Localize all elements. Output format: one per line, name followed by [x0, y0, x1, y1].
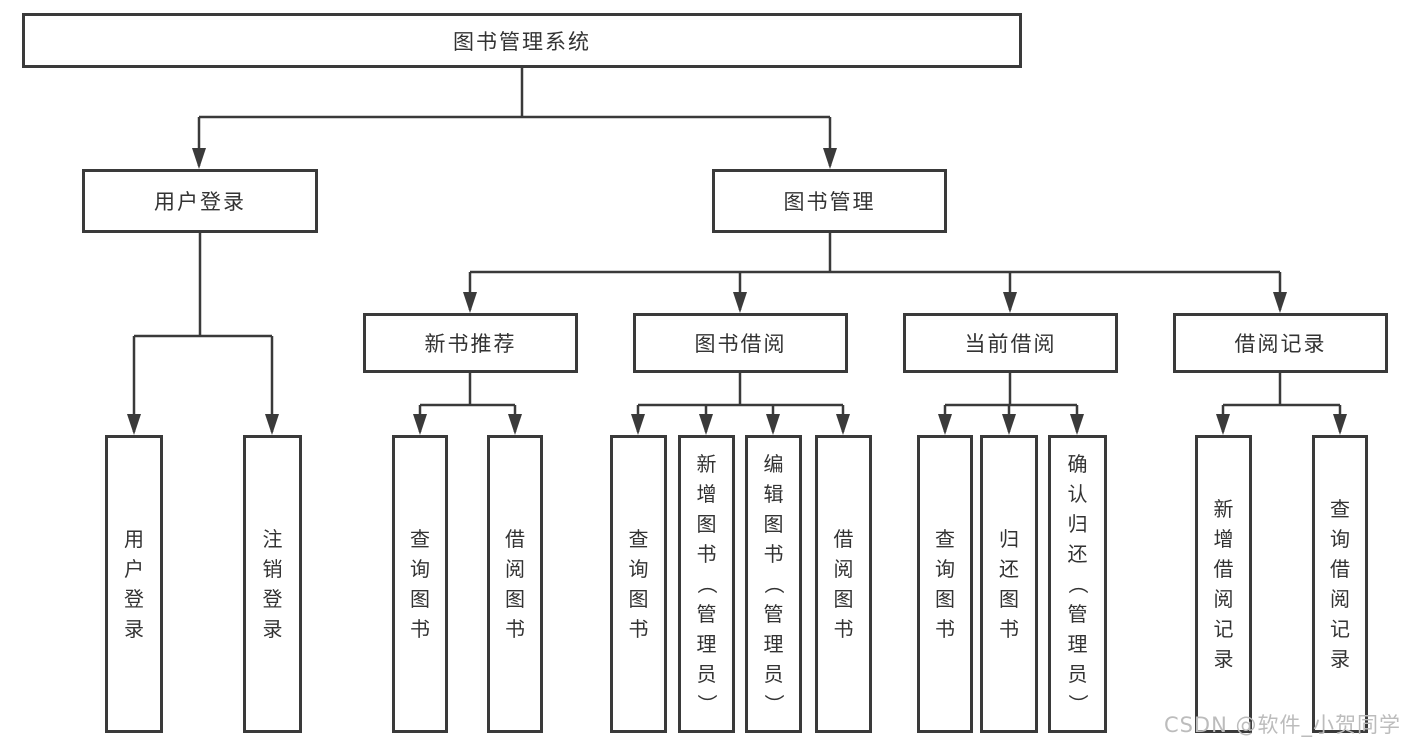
node-new-book-recommend: 新书推荐: [363, 313, 578, 373]
node-library-management-system: 图书管理系统: [22, 13, 1022, 68]
watermark: CSDN @软件_小贺同学: [1163, 713, 1401, 737]
leaf-borrow-books-recommend: 借阅图书: [487, 435, 543, 733]
leaf-query-books-current: 查询图书: [917, 435, 973, 733]
node-book-borrow: 图书借阅: [633, 313, 848, 373]
leaf-borrow-books: 借阅图书: [815, 435, 872, 733]
leaf-add-borrow-record: 新增借阅记录: [1195, 435, 1252, 733]
leaf-query-borrow-record: 查询借阅记录: [1312, 435, 1368, 733]
leaf-add-books-admin: 新增图书（管理员）: [678, 435, 735, 733]
leaf-logout: 注销登录: [243, 435, 302, 733]
node-current-borrow: 当前借阅: [903, 313, 1118, 373]
node-book-management: 图书管理: [712, 169, 947, 233]
node-user-login: 用户登录: [82, 169, 318, 233]
leaf-query-books-recommend: 查询图书: [392, 435, 448, 733]
leaf-edit-books-admin: 编辑图书（管理员）: [745, 435, 802, 733]
leaf-confirm-return-admin: 确认归还（管理员）: [1048, 435, 1107, 733]
leaf-return-books: 归还图书: [980, 435, 1038, 733]
node-borrow-record: 借阅记录: [1173, 313, 1388, 373]
leaf-user-login: 用户登录: [105, 435, 163, 733]
leaf-query-books-borrow: 查询图书: [610, 435, 667, 733]
